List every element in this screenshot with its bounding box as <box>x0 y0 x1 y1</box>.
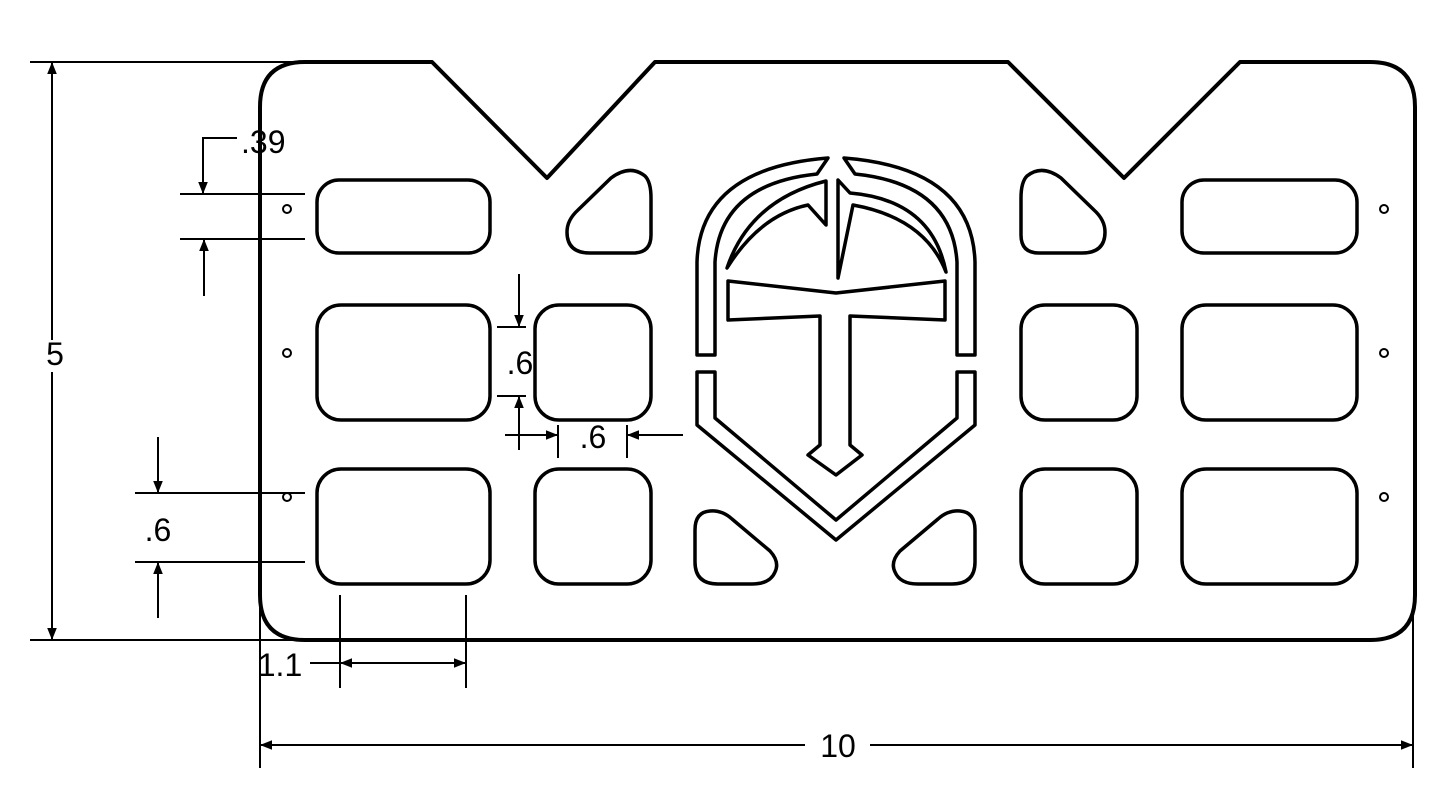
dimension-overall-height: 5 <box>30 61 432 641</box>
slot-left-row1 <box>315 178 492 255</box>
dimension-label-horizontal-gap: .6 <box>580 419 607 455</box>
plate-outline <box>258 60 1417 642</box>
triangle-top-left <box>565 168 653 255</box>
slot-col4-row2 <box>1019 303 1139 422</box>
mounting-holes <box>282 204 1389 502</box>
triangle-top-right <box>1019 168 1107 255</box>
dimension-horizontal-gap: .6 <box>505 419 683 458</box>
dimension-vertical-gap: .6 <box>497 274 533 450</box>
slot-col2-row2 <box>533 303 653 422</box>
slot-right-row2 <box>1180 303 1359 422</box>
dimension-label-vertical-gap: .6 <box>507 345 534 381</box>
dimension-label-slot-height: .39 <box>241 124 285 160</box>
slot-col4-row3 <box>1019 467 1139 586</box>
dimension-label-row-spacing: .6 <box>145 512 172 548</box>
dimension-label-width: 10 <box>820 728 856 764</box>
slot-cutouts <box>315 178 1359 586</box>
slot-left-row3 <box>315 467 492 586</box>
helmet-emblem <box>695 156 977 542</box>
triangle-cutouts <box>565 168 1107 586</box>
dimension-overall-width: 10 <box>259 600 1414 768</box>
dimension-edge-offset: 1.1 <box>258 595 467 688</box>
slot-right-row3 <box>1180 467 1359 586</box>
dimension-slot-height: .39 <box>180 124 305 296</box>
slot-col2-row3 <box>533 467 653 586</box>
triangle-bottom-left <box>693 509 779 586</box>
slot-left-row2 <box>315 303 492 422</box>
triangle-bottom-right <box>891 509 977 586</box>
dimension-label-height: 5 <box>46 336 64 372</box>
dimension-label-edge-offset: 1.1 <box>258 647 302 683</box>
slot-right-row1 <box>1180 178 1359 255</box>
dimension-row-spacing: .6 <box>135 437 305 618</box>
